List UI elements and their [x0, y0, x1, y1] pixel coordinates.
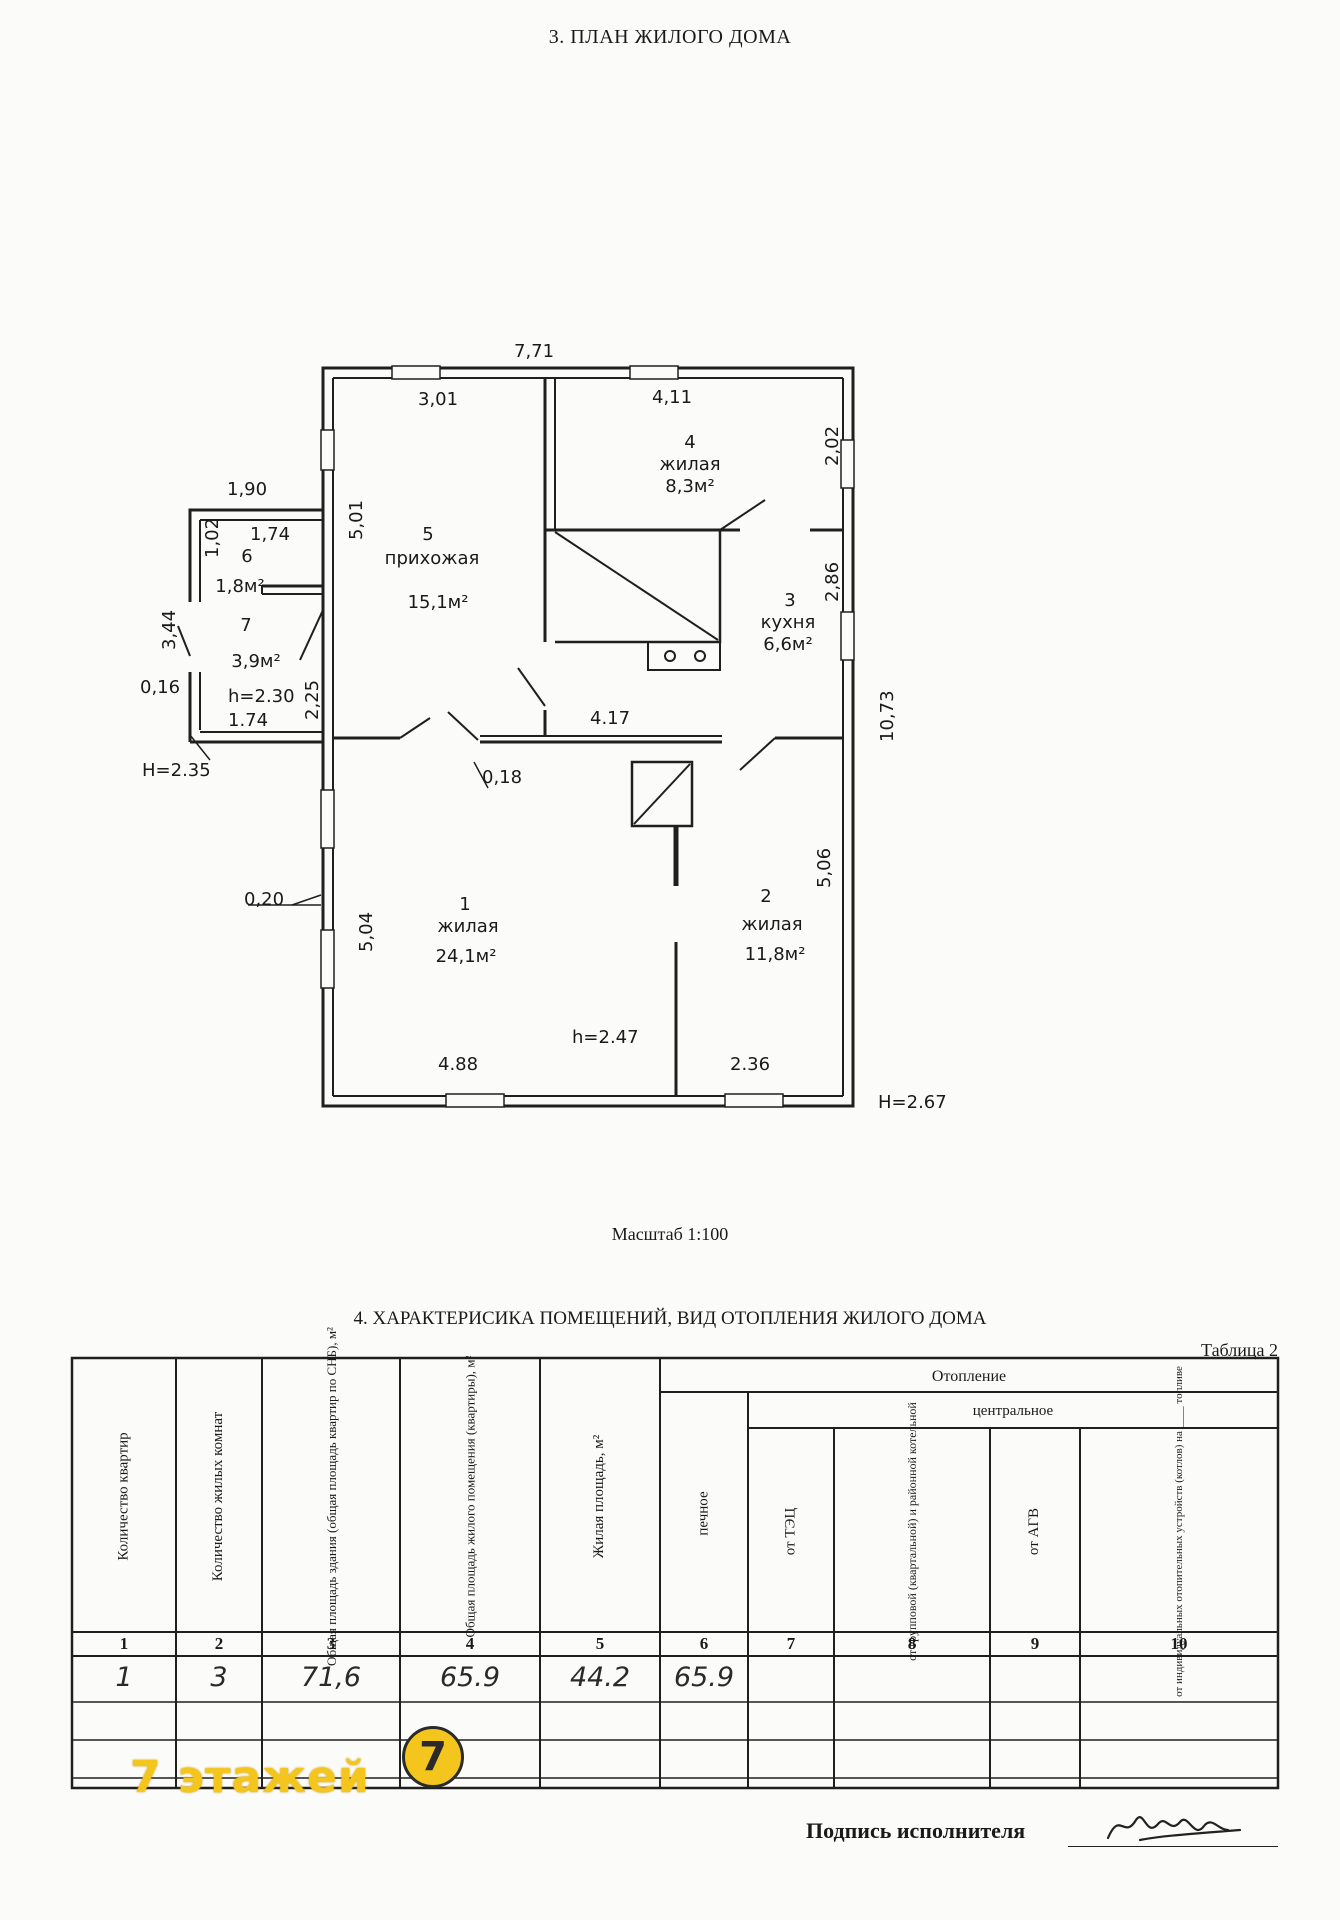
room3-number: 3 [784, 590, 795, 611]
dim-vest-width: 1,90 [227, 479, 267, 500]
table-label: Таблица 2 [1201, 1340, 1278, 1360]
col4-number: 4 [465, 1634, 475, 1653]
plan-title: 3. ПЛАН ЖИЛОГО ДОМА [548, 26, 792, 48]
col5-number: 5 [595, 1634, 605, 1653]
dim-room5-depth: 5,01 [346, 500, 367, 540]
dim-vest-depth: 3,44 [159, 610, 180, 650]
dim-room1-depth: 5,04 [356, 912, 377, 952]
floor-plan-drawing: 7,71 3,01 4,11 1,90 1,74 0,16 1.74 H=2.3… [140, 341, 947, 1113]
cell-total-dwelling-area: 65.9 [439, 1662, 501, 1693]
col10-header: от индивидуальных отопительных устройств… [1172, 1365, 1185, 1697]
col9-number: 9 [1030, 1634, 1040, 1653]
height-vestibule: H=2.35 [142, 760, 211, 781]
cell-rooms: 3 [210, 1662, 228, 1693]
room1-number: 1 [459, 894, 470, 915]
col2-header: Количество жилых комнат [210, 1411, 227, 1581]
room2-type: жилая [741, 914, 802, 935]
cell-total-building-area: 71,6 [300, 1662, 362, 1693]
col1-number: 1 [119, 1634, 129, 1653]
room6-number: 6 [241, 546, 252, 567]
col2-number: 2 [214, 1634, 224, 1653]
col4-header: Общая площадь жилого помещения (квартиры… [462, 1355, 478, 1637]
height-rooms: h=2.47 [572, 1027, 639, 1048]
col6-header: печное [695, 1490, 712, 1536]
dim-room5-width: 3,01 [418, 389, 458, 410]
room4-type: жилая [659, 454, 720, 475]
room2-number: 2 [760, 886, 771, 907]
dim-outer-wall: 0,20 [244, 889, 284, 910]
room3-type: кухня [761, 612, 816, 633]
heating-header: Отопление [931, 1368, 1007, 1385]
floor-plan: 7,71 3,01 4,11 1,90 1,74 0,16 1.74 H=2.3… [140, 341, 947, 1113]
room7-area: 3,9м² [231, 651, 280, 672]
col6-number: 6 [699, 1634, 709, 1653]
cell-stove-heating: 65.9 [673, 1662, 735, 1693]
col3-header: Общая площадь здания (общая площадь квар… [323, 1326, 339, 1666]
watermark-badge-icon: 7 [402, 1726, 464, 1788]
room4-number: 4 [684, 432, 695, 453]
col8-header: от групповой (квартальной) и районной ко… [904, 1401, 919, 1661]
dim-room6-width: 1,74 [250, 524, 290, 545]
col1-header: Количество квартир [115, 1431, 132, 1561]
height-room7: h=2.30 [228, 686, 295, 707]
col3-number: 3 [326, 1634, 336, 1653]
signature-scribble [1106, 1816, 1242, 1842]
dim-vest-bottom: 1.74 [228, 710, 268, 731]
col5-header: Жилая площадь, м² [591, 1434, 608, 1558]
dim-room7-height: 2,25 [302, 680, 323, 720]
dim-room1-width: 4.88 [438, 1054, 478, 1075]
dim-top-total: 7,71 [514, 341, 554, 362]
signature-line [1068, 1846, 1278, 1847]
room6-area: 1,8м² [215, 576, 264, 597]
room2-area: 11,8м² [745, 944, 806, 965]
col8-number: 8 [907, 1634, 917, 1653]
dim-partition: 0,18 [482, 767, 522, 788]
dim-right-total: 10,73 [877, 690, 898, 742]
plan-scale: Масштаб 1:100 [611, 1224, 729, 1244]
room1-area: 24,1м² [436, 946, 497, 967]
cell-apartments: 1 [115, 1662, 133, 1693]
room5-area: 15,1м² [408, 592, 469, 613]
dim-corridor-wall: 4.17 [590, 708, 630, 729]
room4-area: 8,3м² [665, 476, 714, 497]
signature-label: Подпись исполнителя [806, 1818, 1026, 1843]
room1-type: жилая [437, 916, 498, 937]
central-header: центральное [972, 1403, 1054, 1419]
dim-room3-depth: 2,86 [822, 562, 843, 602]
dim-vest-wall: 0,16 [140, 677, 180, 698]
dim-room4-depth: 2,02 [822, 426, 843, 466]
room3-area: 6,6м² [763, 634, 812, 655]
col7-number: 7 [786, 1634, 796, 1653]
dim-room2-depth: 5,06 [814, 848, 835, 888]
room5-type: прихожая [385, 548, 480, 569]
col7-header: от ТЭЦ [782, 1507, 799, 1555]
dim-room2-width: 2.36 [730, 1054, 770, 1075]
dim-room6-depth: 1,02 [202, 518, 223, 558]
dim-room4-width: 4,11 [652, 387, 692, 408]
room5-number: 5 [422, 524, 433, 545]
col10-number: 10 [1170, 1634, 1188, 1653]
col9-header: от АГВ [1026, 1507, 1043, 1555]
table-title: 4. ХАРАКТЕРИСИКА ПОМЕЩЕНИЙ, ВИД ОТОПЛЕНИ… [353, 1308, 987, 1329]
room7-number: 7 [240, 615, 251, 636]
watermark-text: 7 этажей [130, 1752, 370, 1803]
height-main: H=2.67 [878, 1092, 947, 1113]
cell-living-area: 44.2 [569, 1662, 631, 1693]
